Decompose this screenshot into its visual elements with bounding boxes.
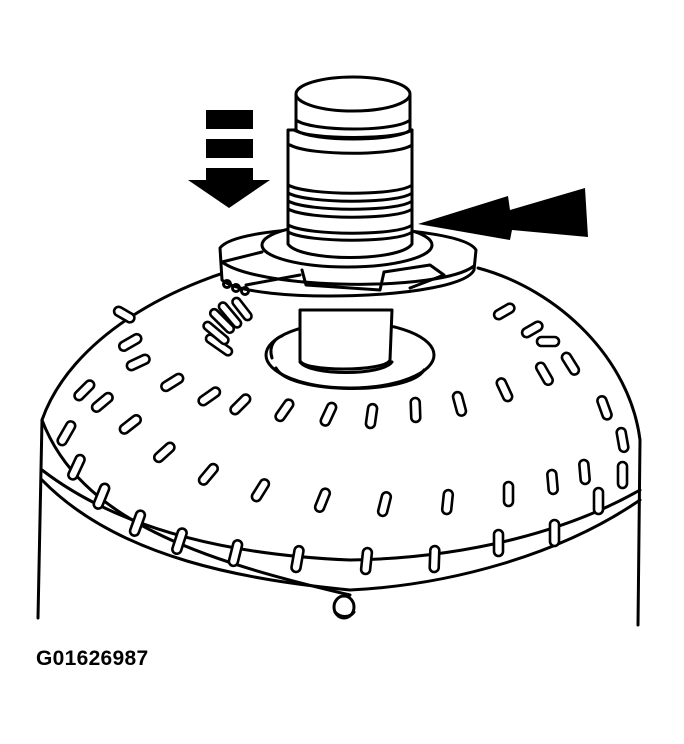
left-arrow-icon xyxy=(418,188,588,240)
down-arrow-icon xyxy=(188,110,270,208)
hub-recess xyxy=(264,308,436,390)
figure-id-label: G01626987 xyxy=(36,647,149,670)
dome-slots xyxy=(56,296,630,576)
input-shaft xyxy=(286,75,414,259)
